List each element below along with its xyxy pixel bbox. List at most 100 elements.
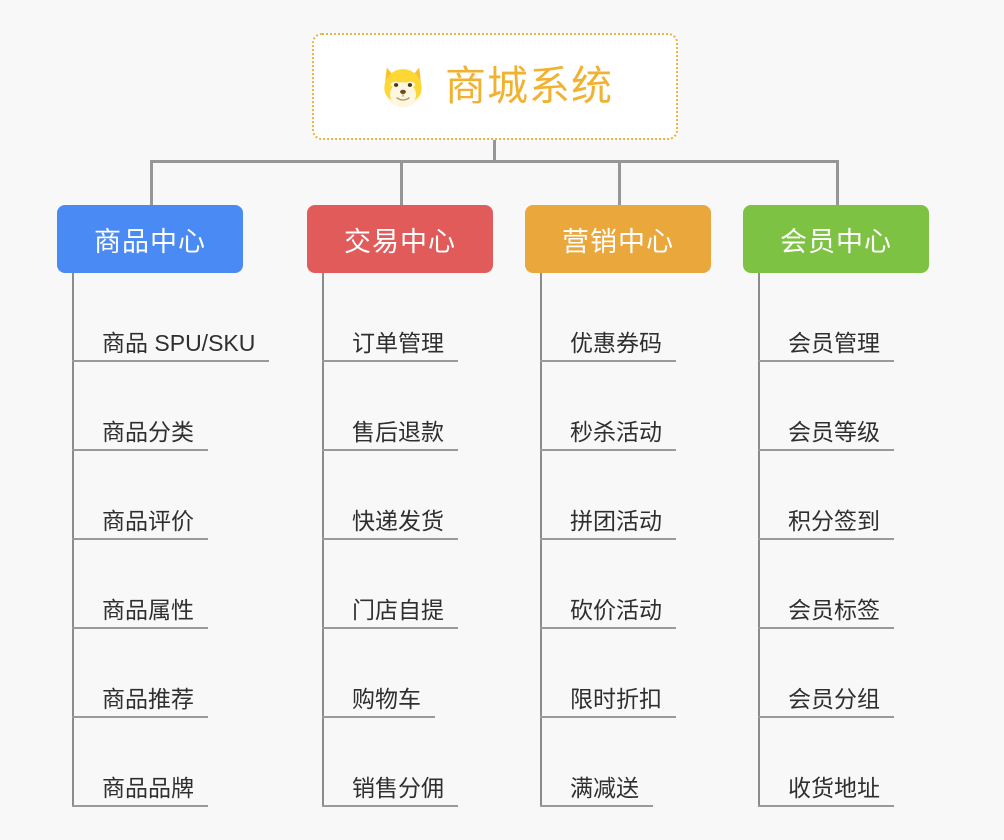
item-label: 快递发货 (352, 507, 444, 534)
item-underline (322, 627, 458, 629)
item-label: 商品分类 (102, 418, 194, 445)
item-underline (72, 449, 208, 451)
list-item[interactable]: 购物车 (307, 629, 493, 718)
item-underline (540, 538, 676, 540)
item-spine-1 (72, 273, 74, 807)
category-header-2[interactable]: 交易中心 (307, 205, 493, 273)
list-item[interactable]: 收货地址 (743, 718, 929, 807)
list-item[interactable]: 会员管理 (743, 273, 929, 362)
item-label: 会员等级 (788, 418, 880, 445)
item-underline (540, 627, 676, 629)
connector-drop-1 (150, 160, 153, 205)
list-item[interactable]: 会员等级 (743, 362, 929, 451)
branch-column-4: 会员中心 会员管理 会员等级 积分签到 会员标签 会员分组 (743, 205, 929, 807)
item-label: 满减送 (570, 774, 639, 801)
item-underline (72, 805, 208, 807)
connector-horizontal-bar (150, 160, 839, 163)
item-underline (322, 716, 435, 718)
item-label: 商品推荐 (102, 685, 194, 712)
item-label: 商品 SPU/SKU (102, 329, 256, 356)
list-item[interactable]: 优惠券码 (525, 273, 711, 362)
item-underline (322, 360, 458, 362)
category-header-3[interactable]: 营销中心 (525, 205, 711, 273)
item-underline (72, 627, 208, 629)
item-label: 限时折扣 (570, 685, 662, 712)
list-item[interactable]: 会员分组 (743, 629, 929, 718)
item-underline (540, 449, 676, 451)
item-label: 订单管理 (352, 329, 444, 356)
list-item[interactable]: 积分签到 (743, 451, 929, 540)
root-title: 商城系统 (445, 63, 613, 109)
list-item[interactable]: 商品 SPU/SKU (57, 273, 269, 362)
item-underline (540, 360, 676, 362)
item-underline (540, 805, 653, 807)
item-label: 商品品牌 (102, 774, 194, 801)
branch-column-1: 商品中心 商品 SPU/SKU 商品分类 商品评价 商品属性 商品推荐 (57, 205, 269, 807)
item-label: 会员标签 (788, 596, 880, 623)
item-underline (758, 627, 894, 629)
item-underline (72, 360, 269, 362)
list-item[interactable]: 商品品牌 (57, 718, 243, 807)
branch-column-3: 营销中心 优惠券码 秒杀活动 拼团活动 砍价活动 限时折扣 (525, 205, 711, 807)
list-item[interactable]: 销售分佣 (307, 718, 493, 807)
category-header-4[interactable]: 会员中心 (743, 205, 929, 273)
item-label: 商品评价 (102, 507, 194, 534)
item-label: 拼团活动 (570, 507, 662, 534)
item-list-4: 会员管理 会员等级 积分签到 会员标签 会员分组 收货地址 (743, 273, 929, 807)
item-label: 砍价活动 (570, 596, 662, 623)
item-underline (72, 538, 208, 540)
item-underline (758, 805, 894, 807)
list-item[interactable]: 拼团活动 (525, 451, 711, 540)
item-underline (322, 449, 458, 451)
list-item[interactable]: 售后退款 (307, 362, 493, 451)
category-label-2: 交易中心 (344, 226, 456, 257)
list-item[interactable]: 门店自提 (307, 540, 493, 629)
item-underline (758, 538, 894, 540)
item-spine-2 (322, 273, 324, 807)
item-label: 积分签到 (788, 507, 880, 534)
connector-trunk (493, 140, 496, 163)
item-underline (758, 360, 894, 362)
list-item[interactable]: 快递发货 (307, 451, 493, 540)
list-item[interactable]: 满减送 (525, 718, 711, 807)
item-underline (322, 538, 458, 540)
category-label-1: 商品中心 (94, 226, 206, 257)
list-item[interactable]: 商品属性 (57, 540, 243, 629)
item-label: 优惠券码 (570, 329, 662, 356)
item-underline (758, 449, 894, 451)
category-header-1[interactable]: 商品中心 (57, 205, 243, 273)
item-label: 门店自提 (352, 596, 444, 623)
item-list-3: 优惠券码 秒杀活动 拼团活动 砍价活动 限时折扣 满减送 (525, 273, 711, 807)
item-underline (758, 716, 894, 718)
item-underline (540, 716, 676, 718)
list-item[interactable]: 砍价活动 (525, 540, 711, 629)
item-label: 会员分组 (788, 685, 880, 712)
item-label: 购物车 (352, 685, 421, 712)
list-item[interactable]: 会员标签 (743, 540, 929, 629)
item-spine-3 (540, 273, 542, 807)
branch-column-2: 交易中心 订单管理 售后退款 快递发货 门店自提 购物车 (307, 205, 493, 807)
item-list-1: 商品 SPU/SKU 商品分类 商品评价 商品属性 商品推荐 商品品牌 (57, 273, 269, 807)
list-item[interactable]: 商品评价 (57, 451, 243, 540)
list-item[interactable]: 商品推荐 (57, 629, 243, 718)
item-label: 商品属性 (102, 596, 194, 623)
list-item[interactable]: 限时折扣 (525, 629, 711, 718)
connector-drop-2 (400, 160, 403, 205)
category-label-4: 会员中心 (780, 226, 892, 257)
item-label: 售后退款 (352, 418, 444, 445)
root-node[interactable]: 商城系统 (312, 33, 678, 140)
list-item[interactable]: 商品分类 (57, 362, 243, 451)
item-label: 销售分佣 (352, 774, 444, 801)
item-label: 收货地址 (788, 774, 880, 801)
connector-drop-4 (836, 160, 839, 205)
category-label-3: 营销中心 (562, 226, 674, 257)
item-label: 秒杀活动 (570, 418, 662, 445)
item-list-2: 订单管理 售后退款 快递发货 门店自提 购物车 销售分佣 (307, 273, 493, 807)
list-item[interactable]: 订单管理 (307, 273, 493, 362)
item-spine-4 (758, 273, 760, 807)
item-underline (72, 716, 208, 718)
connector-drop-3 (618, 160, 621, 205)
list-item[interactable]: 秒杀活动 (525, 362, 711, 451)
item-label: 会员管理 (788, 329, 880, 356)
